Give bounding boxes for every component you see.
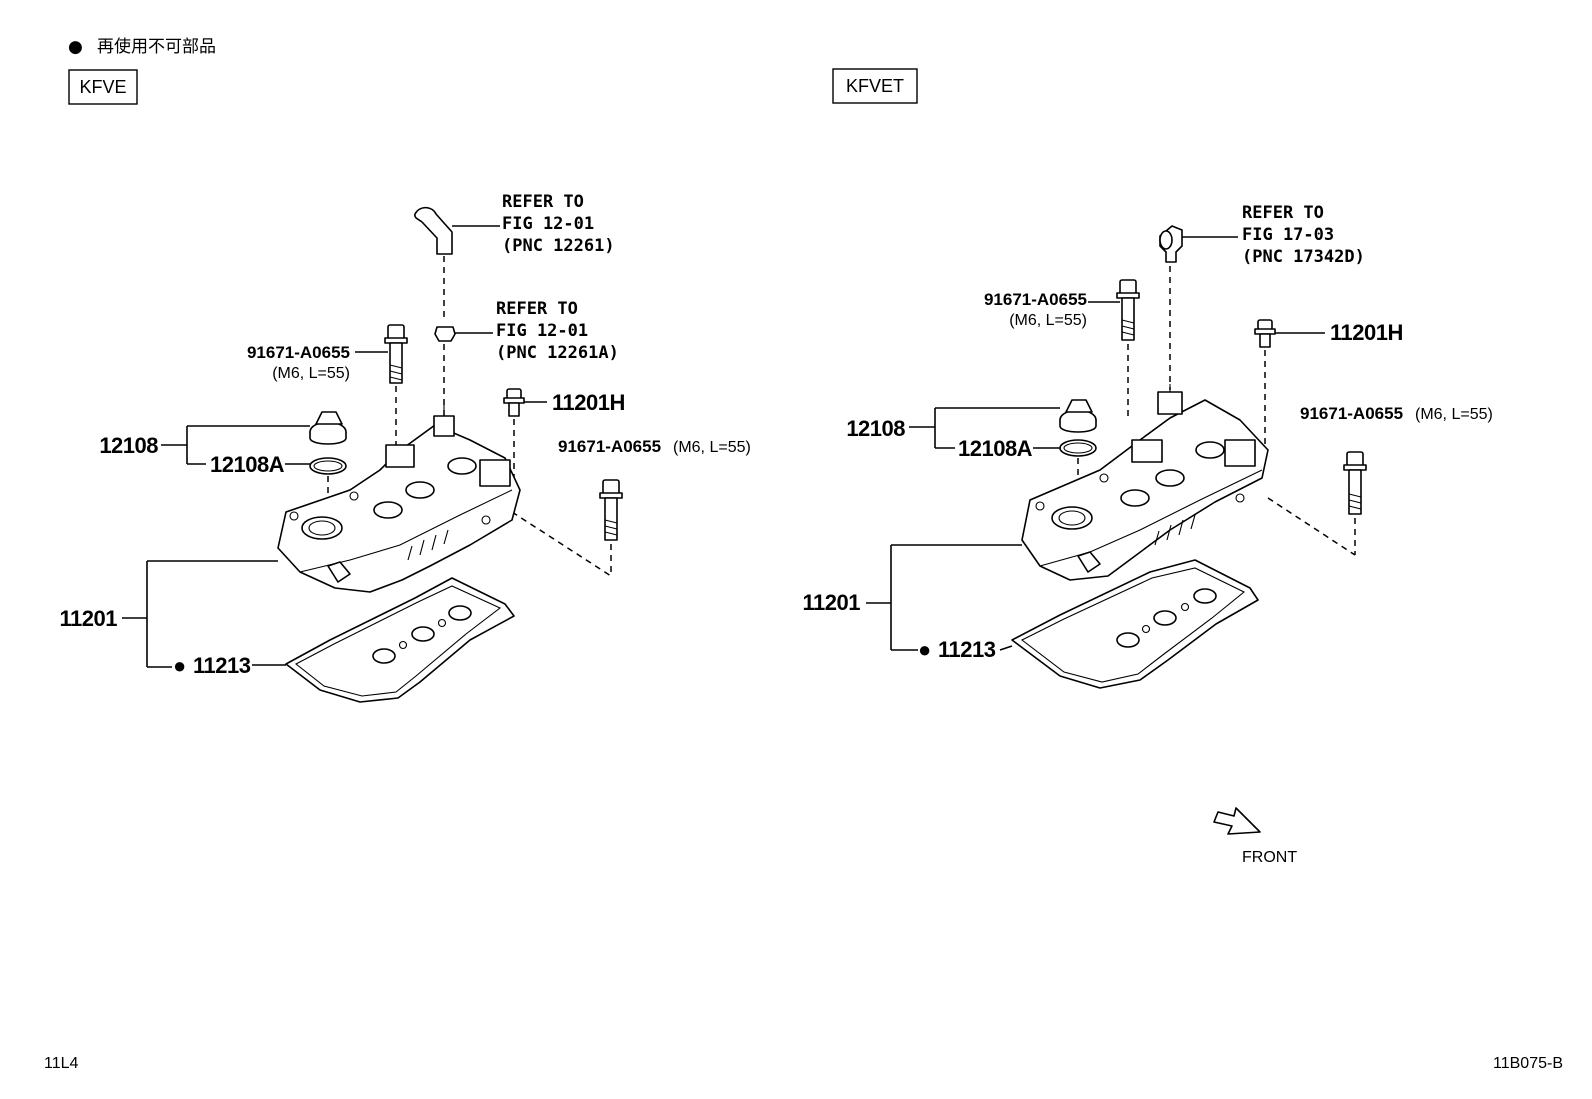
refer-grommet-line2: FIG 12-01: [496, 321, 588, 341]
legend-bullet: ●: [68, 37, 83, 57]
head-cover-gasket-icon: [1011, 559, 1259, 689]
cylinder-head-cover-icon: [277, 404, 521, 593]
cover-assy-part-kfvet: 11201: [803, 590, 861, 615]
variant-box-kfve: KFVE: [68, 69, 138, 105]
bolt-right-spec: (M6, L=55): [673, 439, 751, 456]
refer-hose-line3: (PNC 12261): [502, 236, 615, 256]
bolt-left-spec: (M6, L=55): [272, 365, 350, 382]
cap-gasket-ring-icon: [1059, 439, 1097, 457]
refer-hose-line1: REFER TO: [502, 192, 584, 212]
breather-hose-icon: [414, 206, 453, 255]
bolt-icon: [1116, 279, 1140, 341]
plug-icon: [1254, 319, 1276, 348]
gasket-part: 11213: [193, 653, 251, 678]
plug-icon: [503, 388, 525, 417]
bolt-icon: [1343, 451, 1367, 515]
gasket-bullet-kfvet: ●: [918, 637, 931, 662]
cap-gasket-part: 12108A: [210, 452, 285, 477]
cap-group-part-kfvet: 12108: [846, 416, 905, 441]
pcv-connector-icon: [1159, 225, 1183, 263]
grommet-icon: [434, 326, 456, 342]
gasket-part-kfvet: 11213: [938, 637, 996, 662]
plug-part-kfvet: 11201H: [1330, 320, 1403, 345]
refer-pcv-line1: REFER TO: [1242, 203, 1324, 223]
panel-kfve: REFER TO FIG 12-01 (PNC 12261) REFER TO …: [60, 192, 751, 703]
plug-part: 11201H: [552, 390, 625, 415]
variant-label-kfvet: KFVET: [846, 76, 904, 96]
refer-pcv-line3: (PNC 17342D): [1242, 247, 1365, 267]
bolt-right-part-kfvet: 91671-A0655: [1300, 404, 1403, 423]
front-arrow-icon: [1213, 807, 1261, 835]
front-label: FRONT: [1242, 849, 1297, 866]
head-cover-gasket-icon: [285, 577, 515, 703]
refer-grommet-line3: (PNC 12261A): [496, 343, 619, 363]
bolt-left-spec-kfvet: (M6, L=55): [1009, 312, 1087, 329]
oil-filler-cap-icon: [309, 411, 347, 445]
refer-hose-line2: FIG 12-01: [502, 214, 594, 234]
gasket-bullet: ●: [173, 653, 186, 678]
legend-text: 再使用不可部品: [97, 36, 216, 57]
bolt-icon: [599, 479, 623, 541]
cylinder-head-cover-icon: [1021, 384, 1269, 581]
bolt-left-part: 91671-A0655: [247, 343, 350, 362]
footer-right-code: 11B075-B: [1493, 1055, 1563, 1072]
cap-gasket-part-kfvet: 12108A: [958, 436, 1033, 461]
variant-label-kfve: KFVE: [79, 77, 126, 97]
bolt-icon: [384, 324, 408, 384]
refer-pcv-line2: FIG 17-03: [1242, 225, 1334, 245]
cap-gasket-ring-icon: [309, 457, 347, 475]
oil-filler-cap-icon: [1059, 399, 1097, 433]
variant-box-kfvet: KFVET: [832, 68, 918, 104]
cover-assy-part: 11201: [60, 606, 118, 631]
refer-grommet-line1: REFER TO: [496, 299, 578, 319]
bolt-left-part-kfvet: 91671-A0655: [984, 290, 1087, 309]
footer-left-code: 11L4: [44, 1055, 79, 1072]
cap-group-part: 12108: [99, 433, 158, 458]
panel-kfvet: REFER TO FIG 17-03 (PNC 17342D) 91671-A0…: [803, 203, 1493, 866]
bolt-right-part: 91671-A0655: [558, 437, 661, 456]
bolt-right-spec-kfvet: (M6, L=55): [1415, 406, 1493, 423]
